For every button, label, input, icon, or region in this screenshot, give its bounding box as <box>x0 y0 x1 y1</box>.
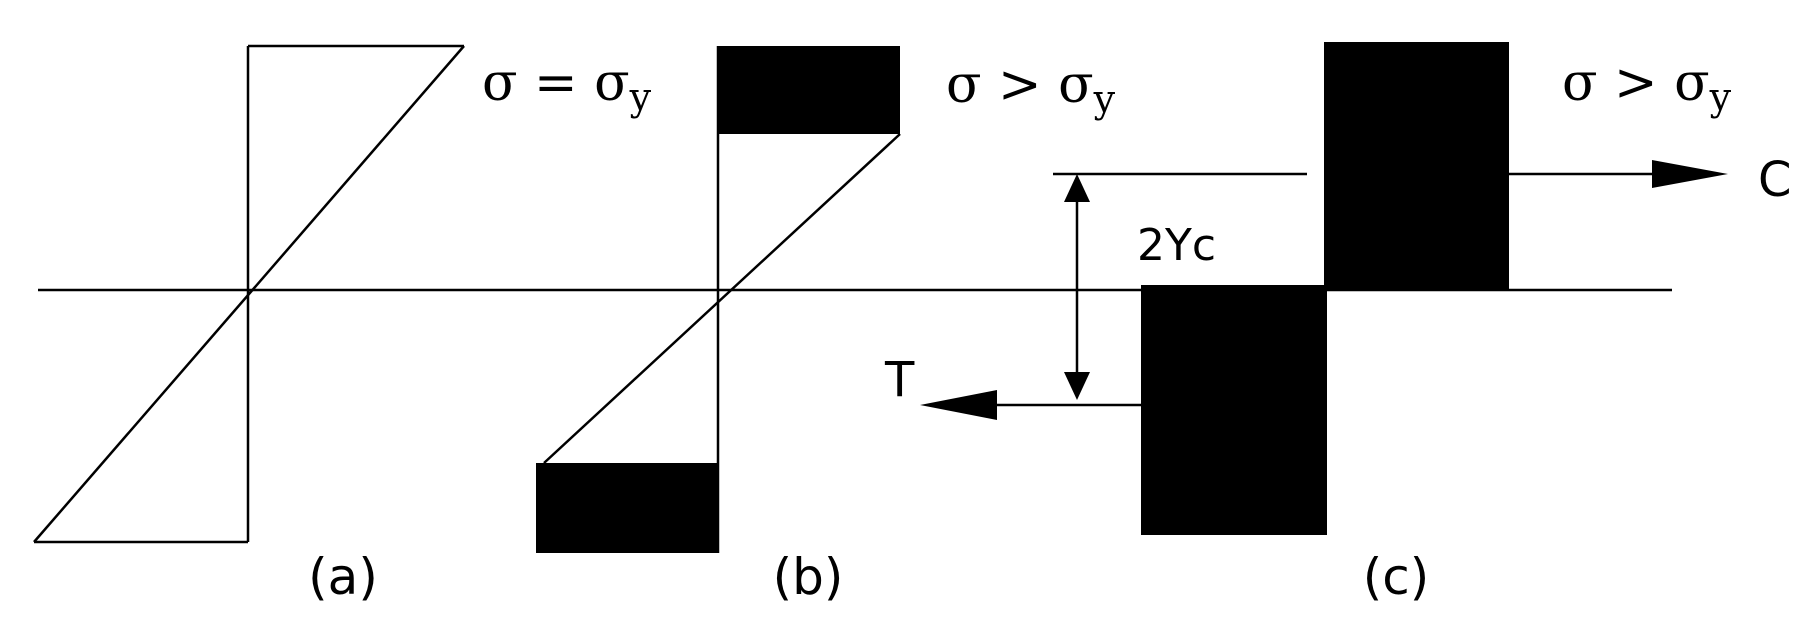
diagram-b-stress-line <box>543 133 901 464</box>
diagram-a-caption: (a) <box>308 548 378 606</box>
lever-arm-bottom-arrow-head <box>1064 372 1090 400</box>
diagram-b-stress-condition: σ > σy <box>946 55 1116 121</box>
tension-force-label: T <box>884 352 915 408</box>
diagram-a-stress-line <box>33 45 465 543</box>
diagram-c-stress-condition: σ > σy <box>1562 53 1732 119</box>
diagram-c-caption: (c) <box>1363 548 1430 606</box>
diagram-a-stress-condition: σ = σy <box>482 53 652 119</box>
diagram-b-top-plastic-block <box>718 46 900 134</box>
compression-force-label: C <box>1758 152 1792 208</box>
lever-arm-top-arrow-head <box>1064 174 1090 202</box>
diagram-c: C T 2Yc σ > σy (c) <box>884 42 1792 606</box>
diagram-b: σ > σy (b) <box>536 46 1116 606</box>
diagram-c-tension-block <box>1141 285 1327 535</box>
diagram-b-bottom-plastic-block <box>536 463 718 553</box>
diagram-a: σ = σy (a) <box>33 44 652 606</box>
tension-arrow-head <box>920 390 997 420</box>
lever-arm-label: 2Yc <box>1137 220 1216 271</box>
diagram-b-caption: (b) <box>773 548 844 606</box>
compression-arrow-head <box>1652 160 1728 188</box>
diagram-c-compression-block <box>1324 42 1509 290</box>
